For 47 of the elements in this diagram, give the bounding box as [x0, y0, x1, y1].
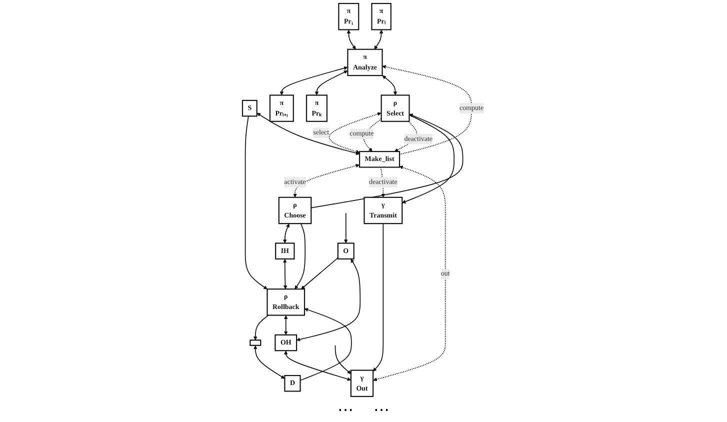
ellipsis-mark: ⋯: [338, 401, 354, 421]
node-box: [275, 334, 298, 352]
arrow: [382, 75, 398, 96]
node-box: [381, 94, 410, 122]
arrow: [373, 223, 384, 372]
arrow: [283, 258, 288, 290]
ellipsis-mark: ⋯: [374, 401, 390, 421]
arrow: [300, 308, 352, 381]
arrow: [380, 166, 386, 198]
arrow: [280, 66, 348, 96]
arrow: [374, 166, 446, 382]
node-box: [276, 242, 296, 260]
arrow: [329, 112, 382, 154]
arrow: [254, 345, 286, 379]
arrow: [382, 65, 472, 155]
node-box: [372, 2, 392, 30]
arrow: [294, 164, 360, 198]
node-box: [338, 242, 355, 260]
arrow: [347, 30, 356, 50]
arrow: [402, 114, 455, 204]
arrow: [283, 224, 290, 244]
arrow: [374, 30, 384, 50]
arrow: [295, 223, 306, 290]
node-box: [278, 196, 312, 224]
arrow: [296, 258, 362, 342]
node-box: [306, 94, 328, 122]
arrow: [315, 70, 348, 96]
node-box: [348, 48, 384, 76]
node-box: [250, 340, 262, 346]
node-box: [364, 196, 404, 224]
arrow: [254, 314, 270, 340]
node-box: [267, 288, 306, 316]
arrow: [284, 315, 288, 336]
arrow: [284, 350, 352, 381]
arrow: [344, 212, 348, 244]
arrow: [311, 114, 464, 208]
node-box: [270, 94, 294, 122]
node-box: [350, 370, 374, 398]
node-box: [359, 150, 400, 168]
arrow: [364, 118, 382, 152]
node-box: [242, 100, 258, 117]
arrow: [257, 112, 360, 156]
node-box: [284, 374, 302, 392]
arrow: [335, 344, 352, 374]
node-box: [338, 2, 360, 30]
arrow: [302, 257, 339, 290]
arrow: [245, 116, 268, 290]
